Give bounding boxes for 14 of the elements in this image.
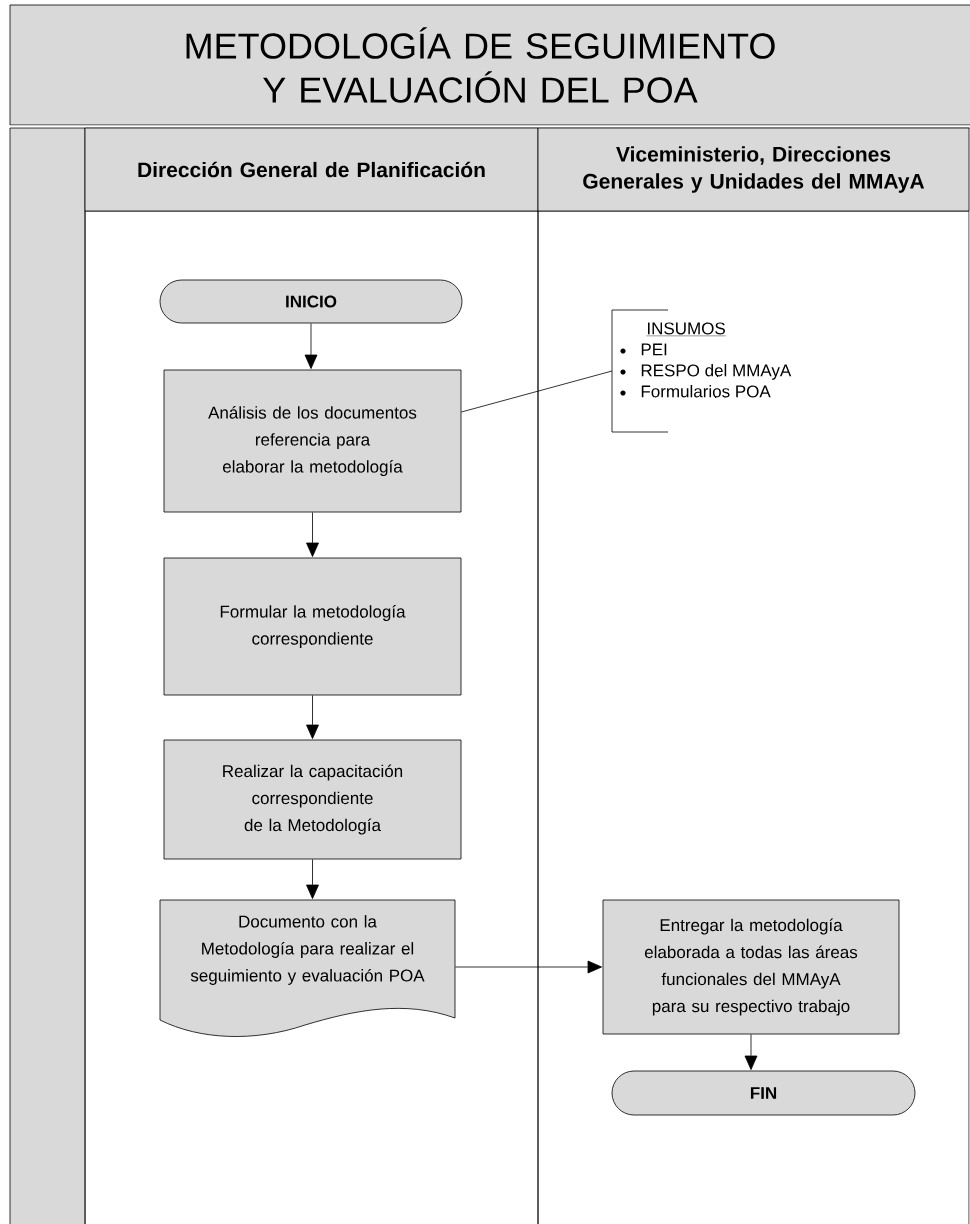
arrow — [306, 695, 319, 739]
process-box: Formular la metodología correspondiente — [163, 557, 462, 696]
leader-line — [461, 370, 613, 413]
arrow — [304, 323, 318, 369]
node-label: Viceministerio, Direcciones Generales y Unidades del MMAyA — [583, 146, 925, 193]
process-box: Entregar la metodología elaborada a todas las áreas funcionales del MMAyA para su respectivo trabajo — [602, 899, 900, 1035]
process-box: Realizar la capacitación correspondiente de la Metodología — [163, 739, 462, 860]
arrow — [455, 960, 602, 974]
node-label: Dirección General de Planificación — [138, 161, 485, 178]
node-text: INSUMOS PEI RESPO del MMAyA Formularios POA — [641, 322, 792, 398]
arrow — [306, 512, 319, 557]
arrow — [306, 859, 319, 899]
arrow — [744, 1034, 758, 1070]
process-box: Análisis de los documentos referencia para elaborar la metodología — [163, 369, 462, 513]
